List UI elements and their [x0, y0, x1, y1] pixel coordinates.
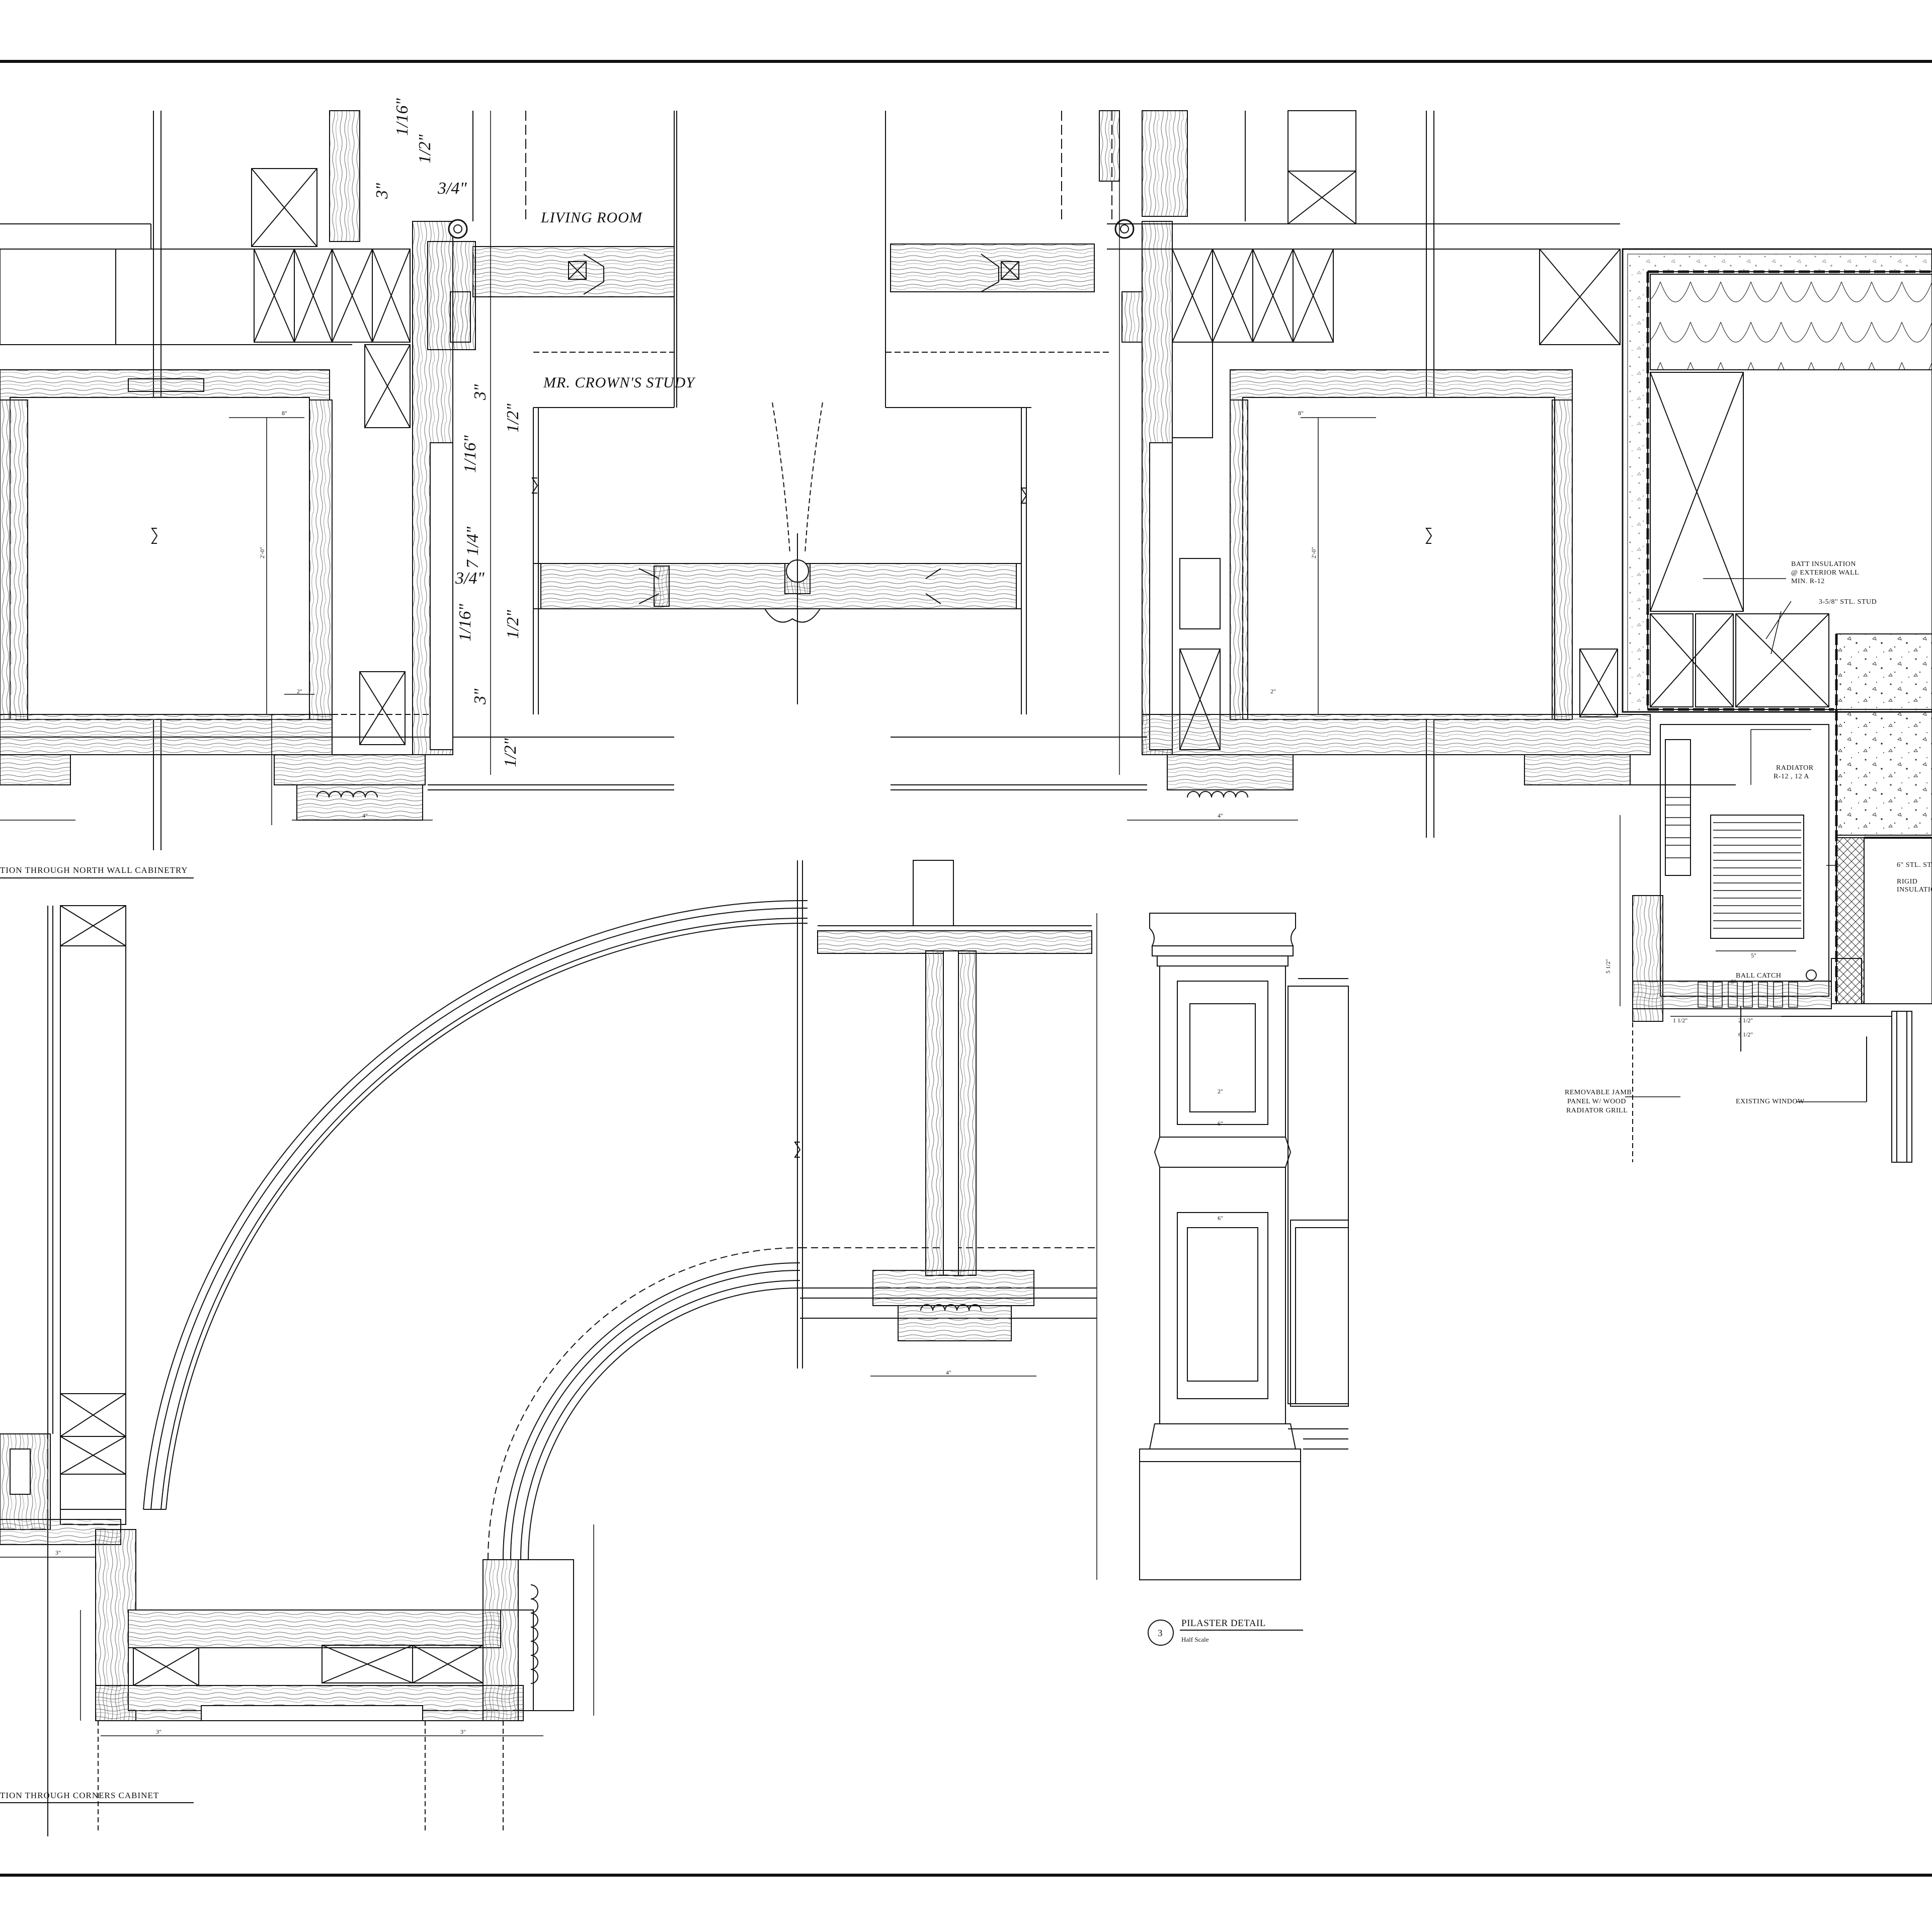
- door-plan-center: [533, 402, 1021, 704]
- north-wall-caption: TION THROUGH NORTH WALL CABINETRY: [0, 865, 188, 875]
- dim-label: 2'-0": [1310, 547, 1317, 558]
- pilaster-detail-scale: Half Scale: [1181, 1636, 1209, 1643]
- radiator-note: RADIATOR: [1776, 764, 1814, 772]
- removable-jamb-note-2: PANEL W/ WOOD: [1567, 1098, 1626, 1105]
- dim-label: 3": [156, 1728, 162, 1735]
- dim-label: 4": [1218, 812, 1223, 819]
- pilaster-detail-number: 3: [1158, 1628, 1163, 1639]
- dim-fraction: 1/2": [504, 610, 522, 639]
- existing-window-note: EXISTING WINDOW: [1736, 1098, 1805, 1105]
- cabinet-box-left: [0, 369, 674, 821]
- dim-label: 2'-0": [259, 547, 266, 558]
- dim-label: 8": [1298, 410, 1304, 417]
- dim-fraction: 1/16": [456, 604, 474, 641]
- dim-label: 2 1/2": [1738, 1017, 1753, 1024]
- corners-caption: TION THROUGH CORNERS CABINET: [0, 1791, 159, 1800]
- dim-fraction: 1/16": [393, 98, 412, 136]
- batt-insulation-note: BATT INSULATION: [1791, 560, 1856, 568]
- dim-fraction: 3/4": [455, 569, 485, 588]
- dim-label: 2": [1218, 1088, 1223, 1095]
- batt-insulation-note-2: @ EXTERIOR WALL: [1791, 569, 1859, 577]
- dim-label: 4": [362, 812, 368, 819]
- radiator-note-2: R-12 , 12 A: [1774, 773, 1809, 780]
- north-wall-section-left: [0, 110, 677, 850]
- removable-jamb-note: REMOVABLE JAMB: [1565, 1089, 1632, 1096]
- dim-fraction: 3": [471, 384, 490, 400]
- north-wall-section-right: [885, 110, 1736, 838]
- pilaster-elevation: [1139, 913, 1349, 1580]
- dim-fraction: 3": [373, 183, 391, 199]
- dimension-lines: [0, 111, 1821, 1736]
- dim-label: 5": [1731, 978, 1736, 985]
- dim-label: 6 1/2": [1738, 1031, 1753, 1038]
- detail-callout-circle: [1148, 1620, 1174, 1646]
- dim-fraction: 7 1/4": [463, 526, 482, 569]
- dim-label: 4": [946, 1369, 951, 1376]
- ball-catch-note: BALL CATCH: [1736, 972, 1781, 980]
- dim-label: 1 1/2": [1673, 1017, 1687, 1024]
- dim-fraction: 1/2": [501, 738, 520, 767]
- removable-jamb-note-3: RADIATOR GRILL: [1566, 1107, 1628, 1114]
- study-label: MR. CROWN'S STUDY: [543, 374, 696, 391]
- dim-label: 2": [297, 688, 302, 695]
- dim-fraction: 1/2": [504, 404, 522, 433]
- exterior-wall-detail: [1622, 248, 1932, 1163]
- dim-label: 3": [460, 1728, 466, 1735]
- leader-lines: [1625, 578, 1867, 1102]
- living-room-label: LIVING ROOM: [540, 209, 643, 226]
- dim-fraction: 1/2": [416, 134, 434, 164]
- dim-label: 8": [282, 410, 287, 417]
- dim-label: 2": [1270, 688, 1276, 695]
- rigid-insulation-note: RIGID: [1897, 878, 1917, 886]
- break-lines: [151, 477, 1432, 1158]
- dim-fraction: 1/16": [461, 435, 479, 473]
- batt-insulation-note-3: MIN. R-12: [1791, 578, 1825, 585]
- dim-label: 6": [1218, 1215, 1223, 1222]
- dim-fraction: 3": [471, 688, 490, 705]
- pilaster-detail-title: PILASTER DETAIL: [1181, 1618, 1266, 1629]
- dim-label: 5": [1751, 952, 1756, 959]
- dim-label: 5 1/2": [1604, 959, 1612, 974]
- steel-stud-note: 3-5/8" STL. STUD: [1819, 598, 1877, 606]
- dim-label: 6": [1218, 1120, 1223, 1127]
- rigid-insulation-note-2: INSULATION: [1897, 886, 1932, 894]
- corner-cabinet-section: [0, 860, 1097, 1836]
- blocking-x-boxes: [251, 168, 411, 745]
- dim-fraction: 3/4": [437, 179, 467, 198]
- dim-label: 3": [55, 1549, 61, 1556]
- steel-stud-6-note: 6" STL. STUD: [1897, 861, 1932, 869]
